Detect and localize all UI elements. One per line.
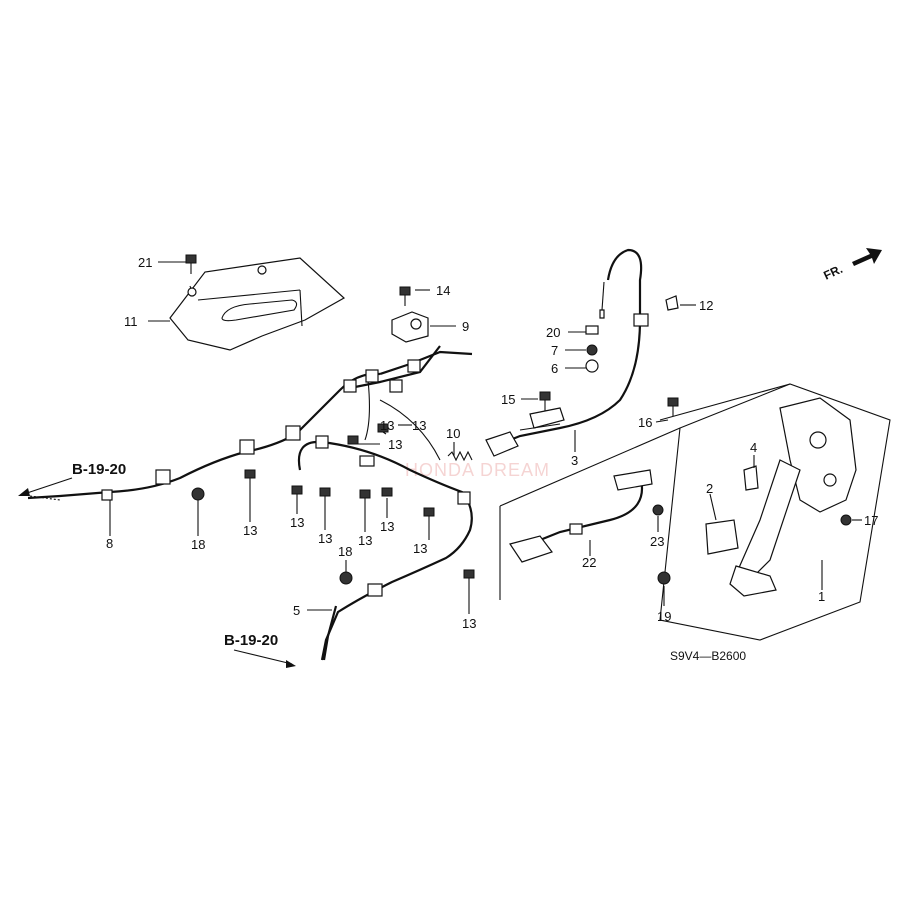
callout-22: 22 bbox=[582, 555, 596, 570]
callout-18-lower: 18 bbox=[338, 544, 352, 559]
bolt-part-15 bbox=[529, 391, 565, 429]
callout-18-left: 18 bbox=[191, 537, 205, 552]
nut-part-18-left bbox=[191, 487, 205, 501]
callout-14: 14 bbox=[436, 283, 450, 298]
bolts-part-13 bbox=[244, 423, 475, 590]
ref-left-arrowhead-icon bbox=[18, 488, 30, 496]
callout-6: 6 bbox=[551, 361, 558, 376]
part-7 bbox=[586, 344, 598, 356]
callout-13-d: 13 bbox=[290, 515, 304, 530]
callout-13-a: 13 bbox=[412, 418, 426, 433]
spring-part-10 bbox=[447, 450, 473, 462]
callout-13-b: 13 bbox=[388, 437, 402, 452]
callout-2: 2 bbox=[706, 481, 713, 496]
callout-10: 10 bbox=[446, 426, 460, 441]
front-direction-indicator: FR. bbox=[821, 248, 882, 283]
nut-part-18-lower bbox=[339, 571, 353, 585]
callout-9: 9 bbox=[462, 319, 469, 334]
part-6 bbox=[585, 359, 599, 373]
pedal-pad-part-2 bbox=[705, 519, 739, 555]
pedal-assembly-frame bbox=[499, 383, 891, 641]
part-4 bbox=[743, 465, 759, 491]
ref-bottom-arrow-icon bbox=[233, 649, 293, 665]
callout-13-i: 13 bbox=[462, 616, 476, 631]
callout-23: 23 bbox=[650, 534, 664, 549]
callout-13-c: 13 bbox=[243, 523, 257, 538]
clip-part-12 bbox=[665, 295, 679, 311]
ref-bottom-group: B-19-20 bbox=[224, 632, 296, 668]
ref-left-group: B-19-20 bbox=[18, 461, 126, 496]
bolt-part-16 bbox=[667, 397, 679, 416]
part-20 bbox=[585, 325, 599, 335]
callout-3: 3 bbox=[571, 453, 578, 468]
callout-7: 7 bbox=[551, 343, 558, 358]
front-direction-label: FR. bbox=[821, 262, 844, 283]
cable-part-22 bbox=[509, 469, 653, 563]
callout-4: 4 bbox=[750, 440, 757, 455]
nut-part-23 bbox=[652, 504, 664, 516]
nut-part-19 bbox=[657, 571, 671, 585]
callout-12: 12 bbox=[699, 298, 713, 313]
callout-13-e: 13 bbox=[318, 531, 332, 546]
callout-16: 16 bbox=[638, 415, 652, 430]
diagram-code: S9V4—B2600 bbox=[670, 649, 746, 663]
bolt-part-21 bbox=[185, 254, 197, 274]
bracket-part-9 bbox=[391, 311, 429, 343]
section-ref-bottom: B-19-20 bbox=[224, 632, 278, 649]
ref-left-arrow-icon bbox=[23, 477, 73, 495]
rear-brake-cable-assembly bbox=[27, 345, 473, 661]
callout-5: 5 bbox=[293, 603, 300, 618]
bolt-part-14 bbox=[399, 286, 411, 306]
front-arrow-icon bbox=[852, 248, 882, 266]
callout-11: 11 bbox=[124, 314, 138, 329]
front-cable-part-3 bbox=[485, 248, 649, 457]
heat-shield-part-11 bbox=[169, 257, 346, 351]
callout-13-j: 13 bbox=[380, 418, 394, 433]
callout-1: 1 bbox=[818, 589, 825, 604]
callout-13-g: 13 bbox=[380, 519, 394, 534]
ref-bottom-arrowhead-icon bbox=[286, 660, 296, 668]
pedal-bracket-part-1 bbox=[729, 397, 857, 597]
nut-part-17 bbox=[840, 514, 852, 526]
callout-19: 19 bbox=[657, 609, 671, 624]
section-ref-left: B-19-20 bbox=[72, 461, 126, 478]
callout-20: 20 bbox=[546, 325, 560, 340]
callout-leader-lines bbox=[109, 261, 862, 614]
callout-13-f: 13 bbox=[358, 533, 372, 548]
callout-8: 8 bbox=[106, 536, 113, 551]
callout-13-h: 13 bbox=[413, 541, 427, 556]
watermark-text: HONDA DREAM bbox=[405, 460, 550, 480]
callout-15: 15 bbox=[501, 392, 515, 407]
cable-end-part-5 bbox=[322, 605, 338, 661]
callout-21: 21 bbox=[138, 255, 152, 270]
callout-17: 17 bbox=[864, 513, 878, 528]
